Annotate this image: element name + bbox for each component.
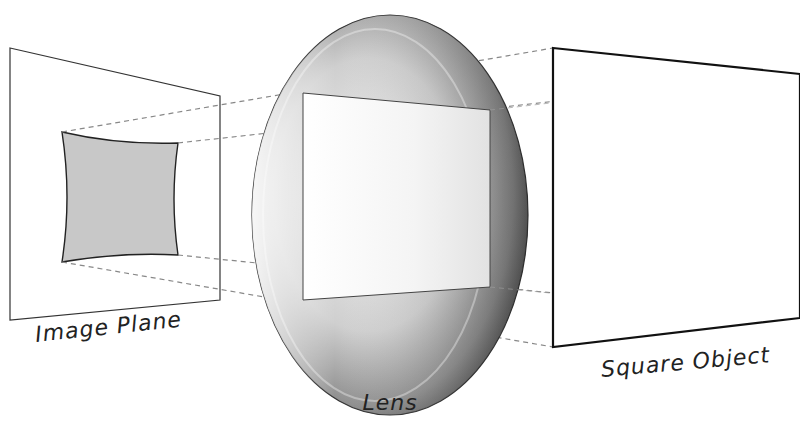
lens-label: Lens <box>362 390 417 415</box>
lens-body <box>252 15 528 415</box>
object-label: Square Object <box>600 342 771 382</box>
lens-shading <box>252 15 528 415</box>
image-plane <box>10 48 220 320</box>
lens-projection <box>303 93 490 300</box>
square-object <box>553 48 800 347</box>
distorted-image <box>62 132 178 262</box>
